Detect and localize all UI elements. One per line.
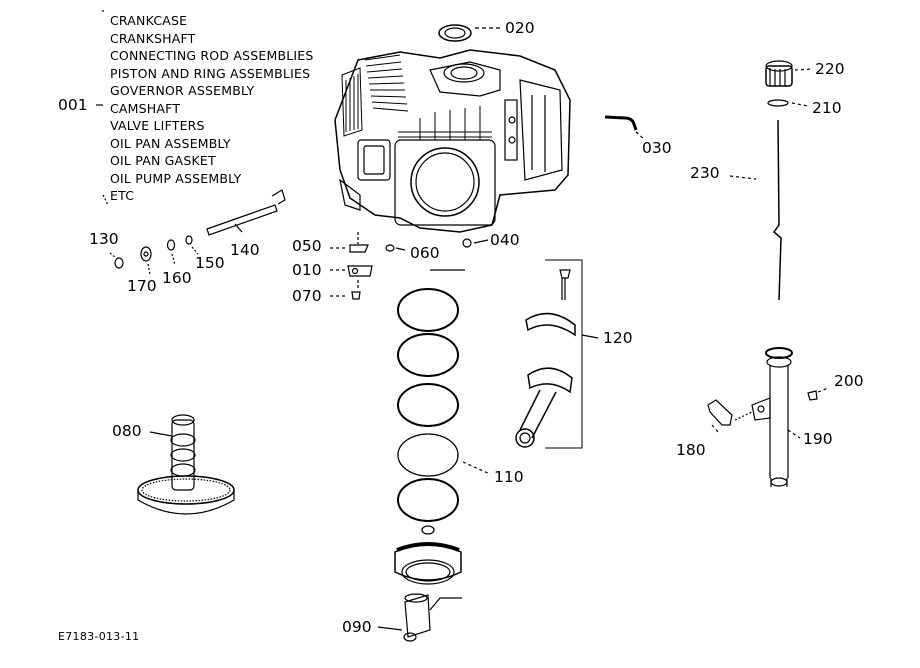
part-020-oil-seal	[438, 24, 500, 42]
part-200-screw	[807, 387, 829, 401]
callout-110: 110	[494, 468, 524, 486]
assembly-item: OIL PAN GASKET	[110, 153, 216, 168]
callout-200: 200	[834, 372, 864, 390]
leader-001	[96, 10, 109, 206]
callout-230: 230	[690, 164, 720, 182]
part-080-camshaft	[137, 414, 235, 515]
governor-shaft-parts	[109, 189, 286, 276]
callout-030: 030	[642, 139, 672, 157]
callout-220: 220	[815, 60, 845, 78]
callout-130: 130	[89, 230, 119, 248]
callout-050: 050	[292, 237, 322, 255]
assembly-item: OIL PAN ASSEMBLY	[110, 135, 231, 151]
callout-040: 040	[490, 231, 520, 249]
assembly-contents-list: CRANKCASE CRANKSHAFT CONNECTING ROD ASSE…	[110, 12, 340, 205]
part-110-piston-rings	[397, 269, 491, 522]
callout-090: 090	[342, 618, 372, 636]
callout-020: 020	[505, 19, 535, 37]
assembly-item: ETC	[110, 188, 135, 203]
assembly-item: GOVERNOR ASSEMBLY	[110, 83, 255, 98]
assembly-item: PISTON AND RING ASSEMBLIES	[110, 65, 311, 81]
callout-180: 180	[676, 441, 706, 459]
part-180-bracket	[707, 399, 733, 433]
crankcase-engine-block	[334, 49, 571, 233]
callout-190: 190	[803, 430, 833, 448]
part-220-dipstick-cap	[765, 60, 813, 87]
callout-150: 150	[195, 254, 225, 272]
callout-070: 070	[292, 287, 322, 305]
assembly-item: CRANKSHAFT	[110, 30, 196, 46]
assembly-item: CONNECTING ROD ASSEMBLIES	[110, 48, 314, 63]
assembly-item: VALVE LIFTERS	[110, 118, 205, 133]
callout-080: 080	[112, 422, 142, 440]
diagram-reference-code: E7183-013-11	[58, 630, 140, 643]
assembly-item: CRANKCASE	[110, 13, 188, 28]
part-030-tube	[604, 115, 646, 141]
callout-120: 120	[603, 329, 633, 347]
piston	[394, 525, 462, 585]
callout-060: 060	[410, 244, 440, 262]
part-120-connecting-rod	[515, 259, 599, 449]
part-210-o-ring	[767, 99, 809, 107]
callout-170: 170	[127, 277, 157, 295]
callout-140: 140	[230, 241, 260, 259]
governor-parts	[330, 232, 373, 300]
callout-010: 010	[292, 261, 322, 279]
part-230-dipstick	[729, 119, 782, 301]
assembly-item: OIL PUMP ASSEMBLY	[110, 170, 242, 186]
part-190-dipstick-tube	[734, 347, 801, 487]
callout-210: 210	[812, 99, 842, 117]
callout-001: 001	[58, 96, 88, 114]
part-090-piston-pin	[377, 593, 462, 642]
assembly-item: CAMSHAFT	[110, 100, 181, 116]
callout-160: 160	[162, 269, 192, 287]
part-040-plug	[462, 238, 489, 248]
part-060-washer	[385, 244, 406, 252]
